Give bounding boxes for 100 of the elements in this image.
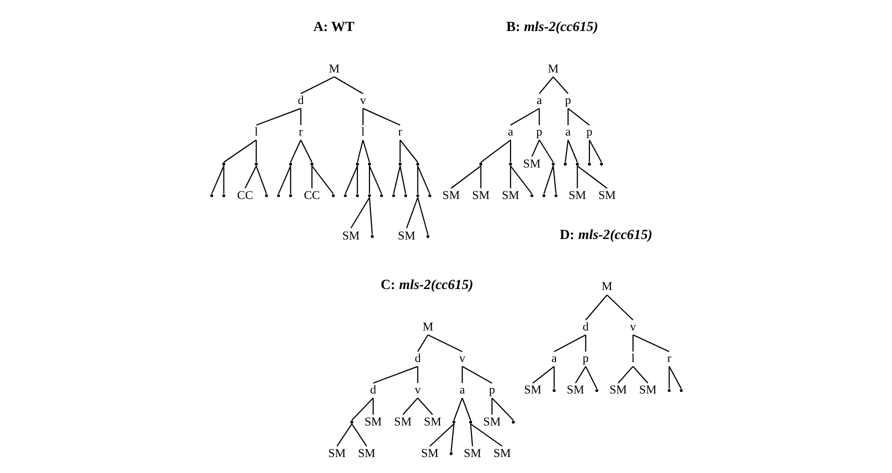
node-point bbox=[551, 162, 554, 166]
node-point bbox=[594, 389, 598, 392]
node-point bbox=[288, 194, 292, 198]
connector bbox=[450, 424, 454, 452]
node-text: M bbox=[328, 62, 340, 76]
connector bbox=[576, 166, 578, 188]
label: C: mls-2(cc615) bbox=[380, 278, 473, 293]
connector bbox=[372, 398, 374, 415]
node-text: SM bbox=[420, 446, 438, 460]
node-text: p bbox=[536, 124, 542, 139]
node-point bbox=[264, 194, 268, 198]
node-point bbox=[667, 389, 670, 392]
node-text: M bbox=[422, 320, 433, 334]
connector bbox=[584, 334, 586, 352]
connector bbox=[606, 294, 633, 320]
connector bbox=[668, 366, 682, 389]
connector bbox=[632, 334, 634, 352]
node-point bbox=[552, 389, 556, 392]
connector bbox=[333, 76, 363, 94]
connector bbox=[553, 366, 554, 389]
node-point bbox=[331, 194, 334, 198]
node-text: v bbox=[458, 351, 465, 366]
node-text: SM bbox=[524, 382, 542, 397]
connector bbox=[392, 166, 400, 194]
node-point bbox=[392, 194, 395, 198]
node-point bbox=[468, 420, 472, 424]
connector bbox=[311, 166, 334, 194]
connector bbox=[567, 108, 590, 126]
node-point bbox=[288, 162, 292, 166]
node-point bbox=[575, 162, 578, 166]
node-point bbox=[416, 162, 419, 166]
node-point bbox=[452, 420, 455, 424]
node-point bbox=[398, 162, 402, 166]
node-point bbox=[426, 235, 429, 238]
node-point bbox=[222, 194, 225, 198]
node-text: a bbox=[550, 351, 556, 366]
node-point bbox=[554, 194, 557, 198]
node-point bbox=[310, 162, 313, 166]
connector bbox=[538, 108, 540, 126]
connector bbox=[290, 140, 301, 162]
connector bbox=[416, 166, 430, 194]
node-point bbox=[222, 162, 225, 166]
node-point bbox=[355, 194, 358, 198]
node-text: SM bbox=[472, 188, 490, 202]
connector bbox=[399, 140, 400, 162]
node-point bbox=[355, 162, 358, 166]
connector bbox=[428, 424, 454, 447]
node-text: SM bbox=[463, 446, 481, 460]
node-text: r bbox=[298, 124, 302, 139]
connector bbox=[588, 140, 590, 162]
node-text: r bbox=[666, 351, 671, 366]
node-text: SM bbox=[397, 228, 415, 243]
node-text: p bbox=[488, 382, 494, 397]
label: D: mls-2(cc615) bbox=[559, 228, 652, 243]
connector bbox=[255, 166, 266, 194]
node-text: SM bbox=[638, 382, 656, 397]
node-point bbox=[600, 162, 602, 166]
connector bbox=[530, 140, 540, 157]
connector bbox=[632, 366, 648, 384]
node-text: l bbox=[254, 124, 258, 139]
node-point bbox=[530, 194, 533, 198]
connector bbox=[538, 140, 554, 163]
connector bbox=[509, 140, 511, 162]
node-point bbox=[370, 235, 374, 238]
connector bbox=[538, 76, 554, 94]
connector bbox=[210, 166, 224, 194]
node-text: SM bbox=[598, 188, 616, 202]
connector bbox=[350, 398, 374, 421]
node-point bbox=[343, 194, 346, 198]
connector bbox=[416, 398, 432, 416]
connector bbox=[470, 424, 502, 447]
node-text: SM bbox=[394, 414, 412, 428]
node-point bbox=[254, 162, 258, 166]
connector bbox=[567, 108, 568, 126]
connector bbox=[427, 334, 462, 352]
node-point bbox=[563, 162, 566, 166]
connector bbox=[632, 334, 669, 352]
node-text: SM bbox=[357, 446, 375, 460]
node-text: a bbox=[564, 124, 570, 139]
node-text: SM bbox=[342, 228, 360, 243]
node-text: CC bbox=[303, 188, 320, 202]
node-point bbox=[542, 194, 545, 198]
connector bbox=[350, 424, 367, 447]
node-text: v bbox=[414, 382, 420, 397]
connector bbox=[491, 398, 514, 421]
node-text: SM bbox=[442, 188, 460, 202]
connector bbox=[300, 140, 312, 162]
connector bbox=[588, 140, 602, 163]
node-text: p bbox=[586, 124, 592, 139]
connector bbox=[336, 424, 352, 447]
connector bbox=[553, 334, 586, 352]
connector bbox=[344, 166, 358, 194]
connector bbox=[576, 166, 607, 189]
connector bbox=[574, 366, 586, 384]
node-point bbox=[679, 389, 682, 392]
connector bbox=[368, 166, 370, 194]
connector bbox=[290, 166, 291, 194]
node-text: SM bbox=[568, 188, 586, 202]
connector bbox=[350, 197, 370, 228]
node-point bbox=[416, 194, 419, 198]
